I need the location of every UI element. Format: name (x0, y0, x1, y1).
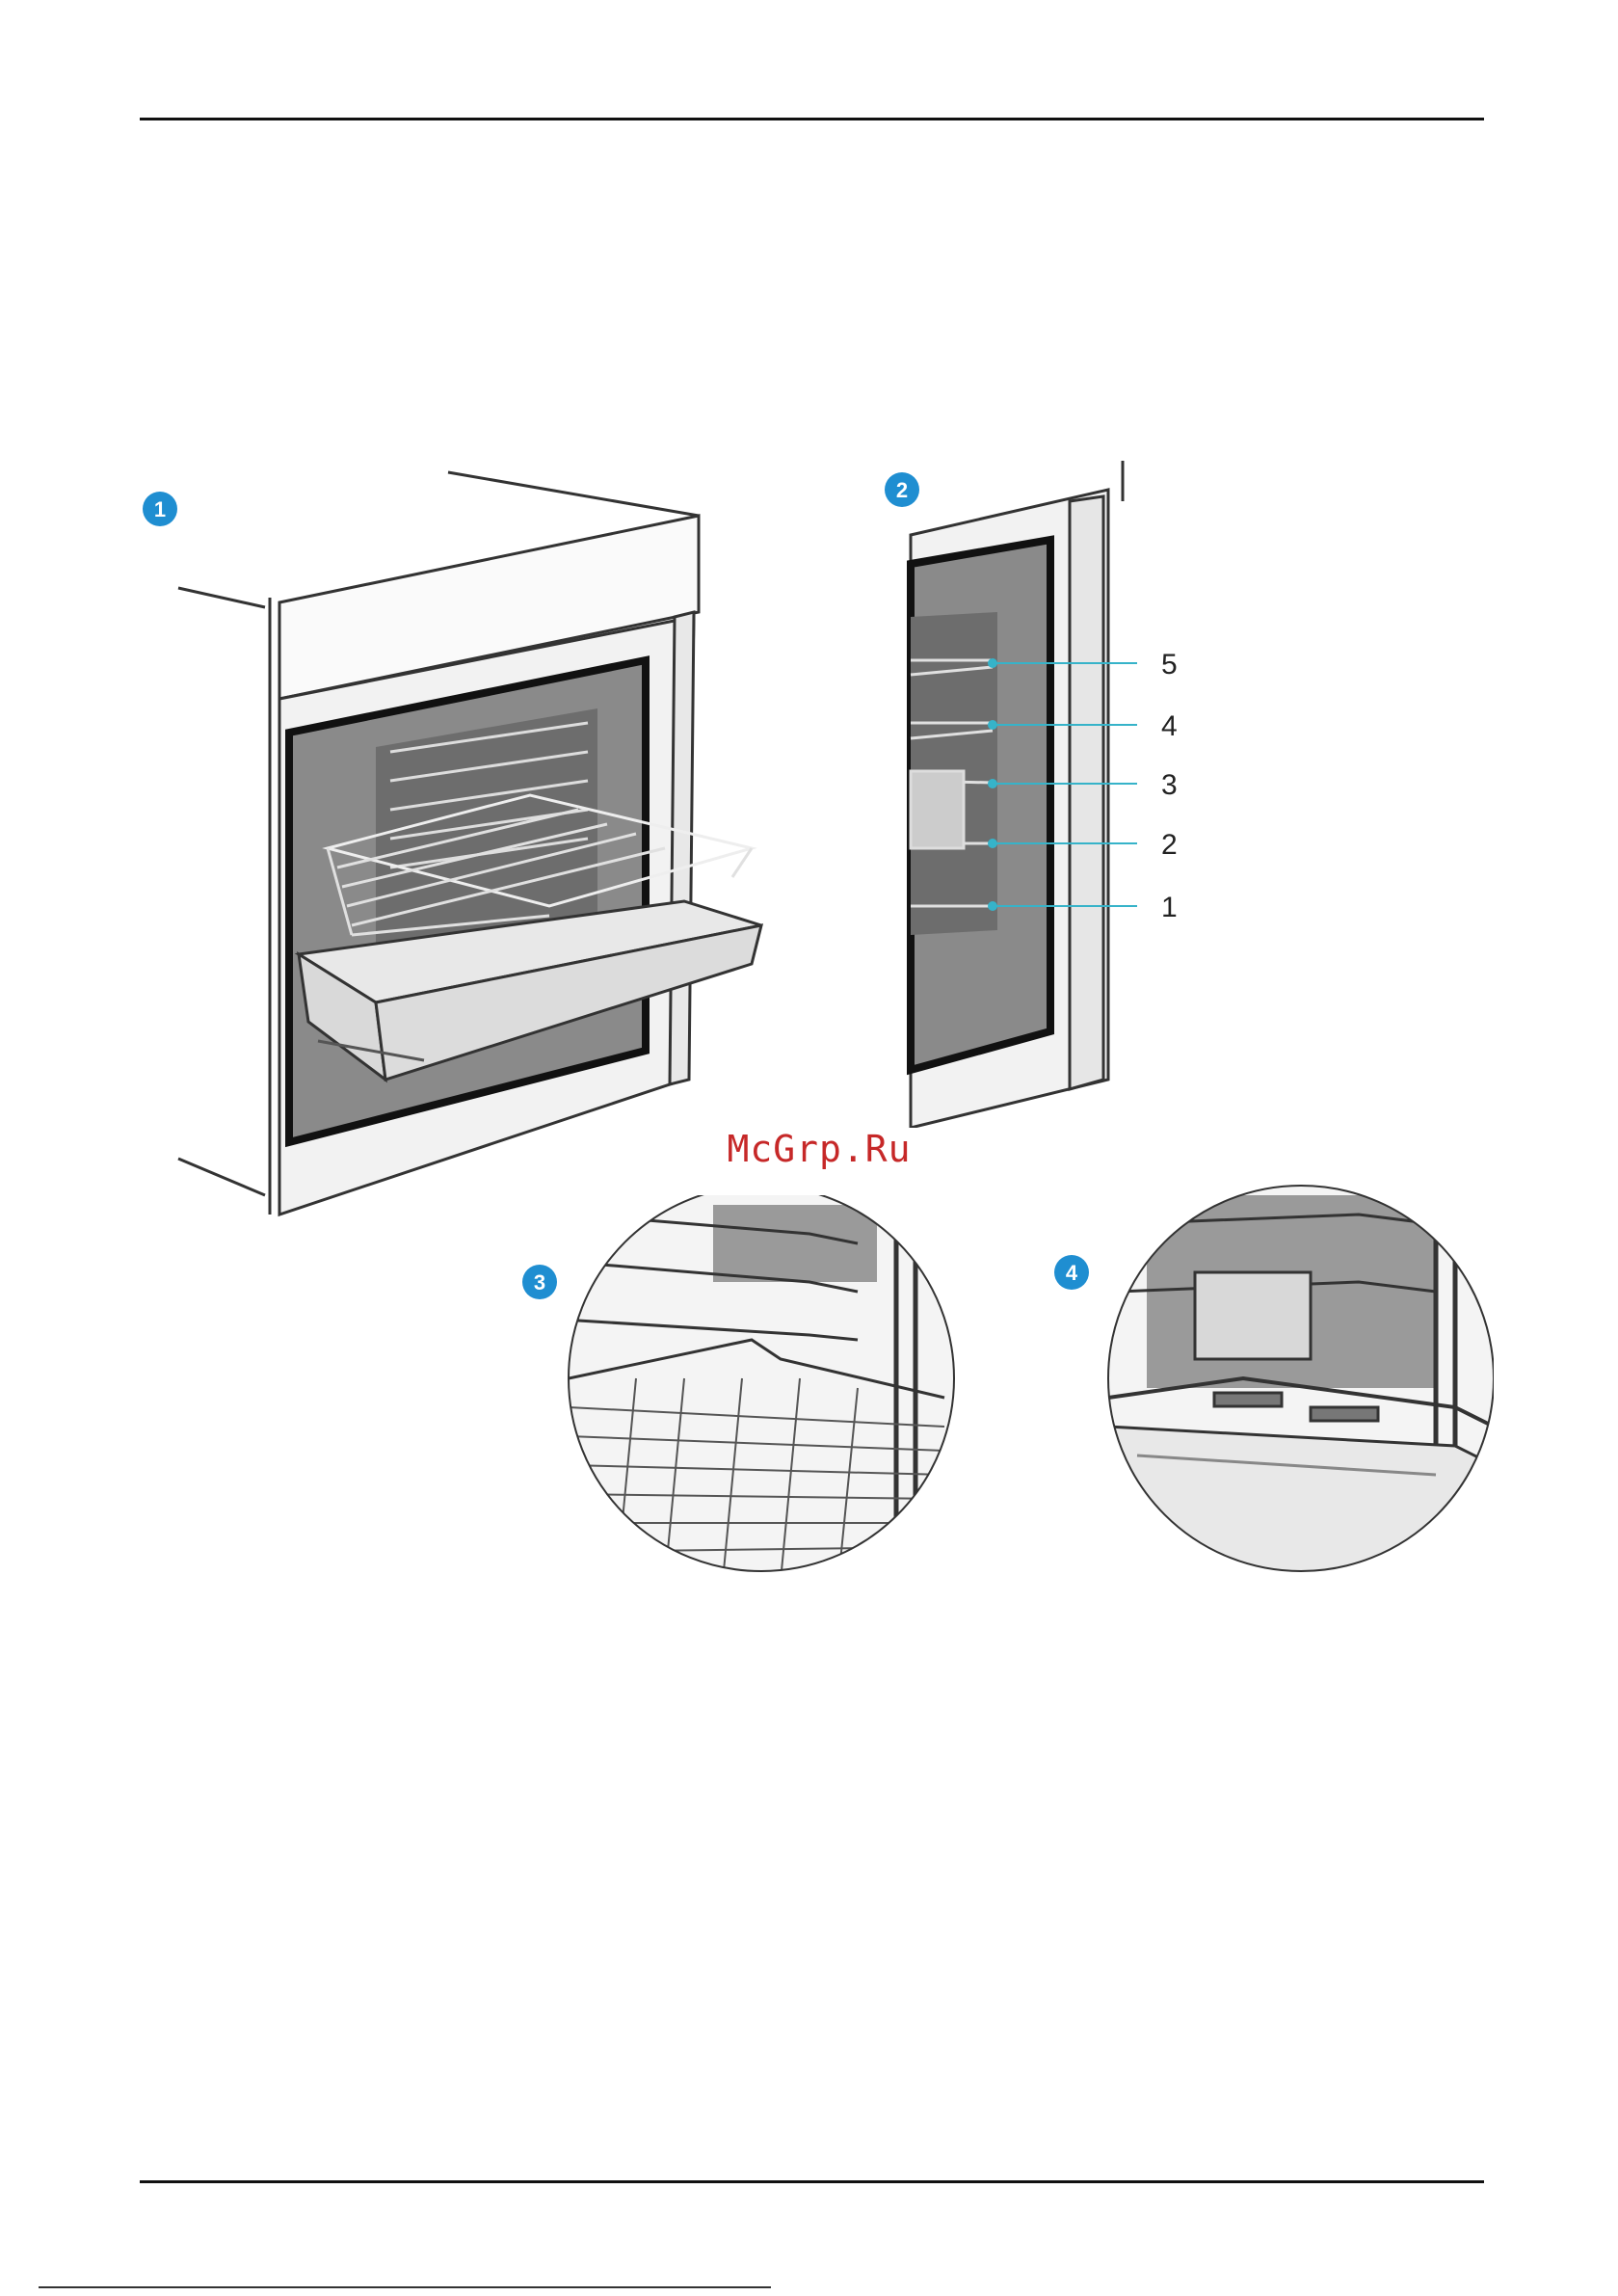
figure-3-badge: 3 (522, 1265, 557, 1299)
header-rule (140, 118, 1484, 120)
svg-text:2: 2 (896, 478, 908, 502)
shelf-level-5: 5 (1161, 649, 1178, 681)
shelf-level-1: 1 (1161, 892, 1178, 923)
oven-illustration-icon (178, 472, 761, 1215)
shelf-level-2: 2 (1161, 829, 1178, 861)
figure-2-badge: 2 (885, 472, 919, 507)
shelf-level-3: 3 (1161, 769, 1178, 801)
oven-side-view-icon (911, 461, 1123, 1128)
figure-oven-overview: 1 (135, 463, 790, 1234)
tray-guide-detail-icon (1108, 1176, 1494, 1581)
figure-tray-detail: 4 (1050, 1176, 1494, 1581)
svg-text:1: 1 (154, 497, 166, 521)
figure-1-badge: 1 (143, 492, 177, 526)
figure-shelf-levels: 2 5 4 (867, 453, 1311, 1128)
svg-text:4: 4 (1066, 1261, 1078, 1285)
footer-rule (140, 2180, 1484, 2183)
svg-text:3: 3 (534, 1270, 545, 1295)
rack-stop-detail-icon (559, 1195, 964, 1581)
figure-rack-detail: 3 (520, 1195, 964, 1581)
shelf-level-4: 4 (1161, 710, 1178, 742)
bottom-edge-line (39, 2286, 771, 2288)
watermark: McGrp.Ru (713, 1128, 925, 1170)
figure-4-badge: 4 (1054, 1255, 1089, 1290)
